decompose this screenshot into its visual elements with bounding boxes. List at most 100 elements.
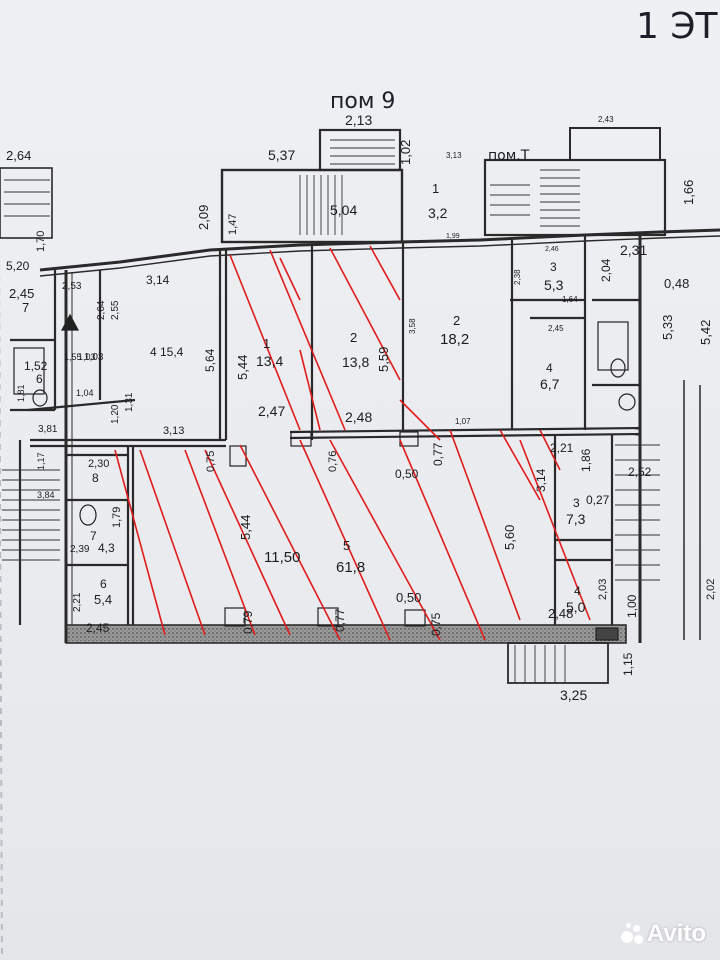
dimension-label: 2,03 <box>597 579 609 600</box>
dimension-label: 5,60 <box>502 525 517 550</box>
dimension-label: 1,52 <box>24 359 48 373</box>
room-no: 5 <box>343 538 350 553</box>
fixtures <box>13 313 636 526</box>
dimension-label: 3,14 <box>146 273 170 287</box>
dimension-label: 0,77 <box>431 442 445 466</box>
dimension-label: 3,81 <box>38 424 58 435</box>
dimension-label: 2,46 <box>545 246 559 253</box>
room-labels: 1 3,2 2 18,2 3 5,3 4 6,7 1 13,4 2 13,8 5… <box>22 181 586 615</box>
dimension-label: 2,09 <box>196 205 211 230</box>
dimension-label: 5,44 <box>235 355 250 380</box>
dimension-label: 1,99 <box>446 233 460 240</box>
washbasin-icon <box>32 389 48 407</box>
room-no: 1 <box>263 336 270 351</box>
dimension-label: 1,79 <box>111 507 123 528</box>
hatch-stroke <box>269 249 346 431</box>
dimension-labels: 2,64 2,13 5,37 1,02 2,43 1,66 2,09 1,47 … <box>6 112 717 703</box>
dimension-label: 0,48 <box>664 276 689 291</box>
hatch-stroke <box>229 254 301 431</box>
dimension-label: 2,21 <box>550 441 574 455</box>
room-area: 15,4 <box>160 345 184 359</box>
dimension-label: 5,33 <box>660 315 675 340</box>
dimension-label: 5,59 <box>376 347 391 372</box>
hatch-stroke <box>499 429 541 501</box>
premise-label-2: пом.Т <box>488 148 530 164</box>
hatch-stroke <box>239 444 341 641</box>
dimension-label: 2,04 <box>599 258 613 282</box>
room-area: 5,04 <box>330 202 357 218</box>
dimension-label: 5,44 <box>238 515 253 540</box>
room-area: 5,4 <box>94 592 112 607</box>
dimension-label: 3,13 <box>163 425 184 437</box>
dimension-label: 2,45 <box>86 621 110 635</box>
hatch-stroke <box>369 245 401 301</box>
dimension-label: 2,64 <box>96 300 107 320</box>
room-area: 5,0 <box>566 599 586 615</box>
room-area: 7,3 <box>566 511 586 527</box>
room-no: 4 <box>150 345 157 359</box>
hatch-stroke <box>139 449 206 636</box>
room-no: 6 <box>100 577 107 591</box>
dimension-label: 1,66 <box>681 180 696 205</box>
dimension-label: 3,84 <box>37 490 55 500</box>
stair-arrow-icon <box>61 313 79 331</box>
dimension-label: 0,27 <box>586 493 610 507</box>
hatch-stroke <box>399 439 486 641</box>
dimension-label: 1,55 <box>64 352 82 362</box>
dimension-label: 3,25 <box>560 687 587 703</box>
dimension-label: 3,13 <box>446 151 462 160</box>
dimension-label: 5,20 <box>6 259 30 273</box>
room-no: 6 <box>36 372 43 386</box>
hatch-stroke <box>329 439 441 641</box>
dimension-label: 5,42 <box>698 320 713 345</box>
dimension-label: 1,15 <box>621 652 635 676</box>
dimension-label: 1,03 <box>78 352 96 362</box>
interior-walls <box>0 127 667 684</box>
dimension-label: 2,64 <box>6 148 31 163</box>
hatch-stroke <box>184 449 256 636</box>
dimension-label: 1,00 <box>625 594 639 618</box>
dimension-label: 1,86 <box>579 448 593 472</box>
dimension-label: 2,48 <box>548 606 573 621</box>
room-area: 18,2 <box>440 331 469 348</box>
dimension-label: 0,76 <box>327 451 339 472</box>
toilet-fixture <box>597 321 629 371</box>
shower-fixture <box>13 347 45 395</box>
room-no: 4 <box>574 584 581 598</box>
sheet-label: 1 ЭТ <box>636 6 718 47</box>
washbasin-icon <box>618 393 636 411</box>
avito-watermark: Avito <box>620 920 706 948</box>
hatch-stroke <box>539 429 561 471</box>
avito-logo-icon <box>620 923 643 945</box>
dimension-label: 0,75 <box>205 451 217 472</box>
dimension-label: 2,31 <box>620 242 647 258</box>
dimension-label: 2,38 <box>513 269 522 285</box>
hatch-stroke <box>279 257 301 301</box>
room-no: 1 <box>432 181 439 196</box>
room-area: 6,7 <box>540 376 560 392</box>
dimension-label: 1,64 <box>562 295 578 304</box>
dimension-label: 2,13 <box>345 112 372 128</box>
toilet-bowl-icon <box>610 358 626 378</box>
room-no: 4 <box>546 361 553 375</box>
hatch-stroke <box>114 449 166 636</box>
dimension-label: 2,47 <box>258 403 285 419</box>
dimension-label: 0,75 <box>429 612 443 636</box>
dimension-label: 2,45 <box>548 324 564 333</box>
room-no: 3 <box>573 496 580 510</box>
dimension-label: 0,50 <box>396 590 421 605</box>
room-area: 61,8 <box>336 559 365 576</box>
dimension-label: 11,50 <box>264 549 300 566</box>
dimension-label: 1,02 <box>398 140 413 165</box>
dimension-label: 2,55 <box>110 300 121 320</box>
room-area: 13,8 <box>342 354 369 370</box>
hatch-stroke <box>204 449 291 636</box>
dimension-label: 0,79 <box>241 610 255 634</box>
dimension-label: 2,52 <box>628 465 652 479</box>
red-hatching <box>114 245 591 641</box>
dimension-label: 1,04 <box>76 388 94 398</box>
dimension-label: 1,20 <box>110 404 121 424</box>
dimension-label: 2,02 <box>705 579 717 600</box>
